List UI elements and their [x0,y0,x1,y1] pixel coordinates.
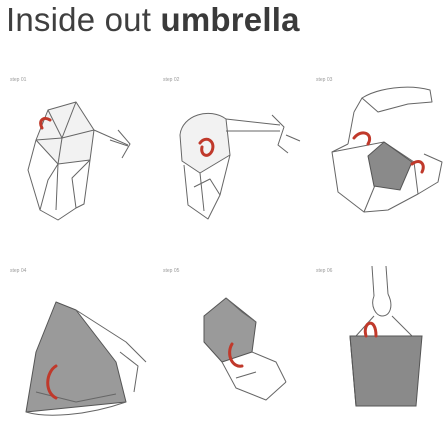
umbrella-opening-drawing [27,101,131,221]
page-title: Inside out umbrella [6,0,300,40]
step-label-6: step 06 [316,268,333,274]
step-2-illustration [160,95,310,235]
umbrella-bag-drawing [349,266,423,407]
step-4-illustration [16,282,156,418]
title-light: Inside out [6,1,152,38]
step-6-illustration [336,266,436,416]
step-1-illustration [18,90,148,240]
umbrella-rolling-drawing [203,297,287,401]
umbrella-flipping-drawing [179,112,301,220]
step-3-illustration [318,82,446,232]
step-5-illustration [186,282,296,408]
step-label-2: step 02 [163,77,180,83]
umbrella-holding-drawing [331,86,443,213]
step-label-4: step 04 [10,268,27,274]
step-label-3: step 03 [316,77,333,83]
title-bold: umbrella [160,1,300,38]
step-label-1: step 01 [10,77,27,83]
step-label-5: step 05 [163,268,180,274]
umbrella-folded-drawing [25,301,147,416]
